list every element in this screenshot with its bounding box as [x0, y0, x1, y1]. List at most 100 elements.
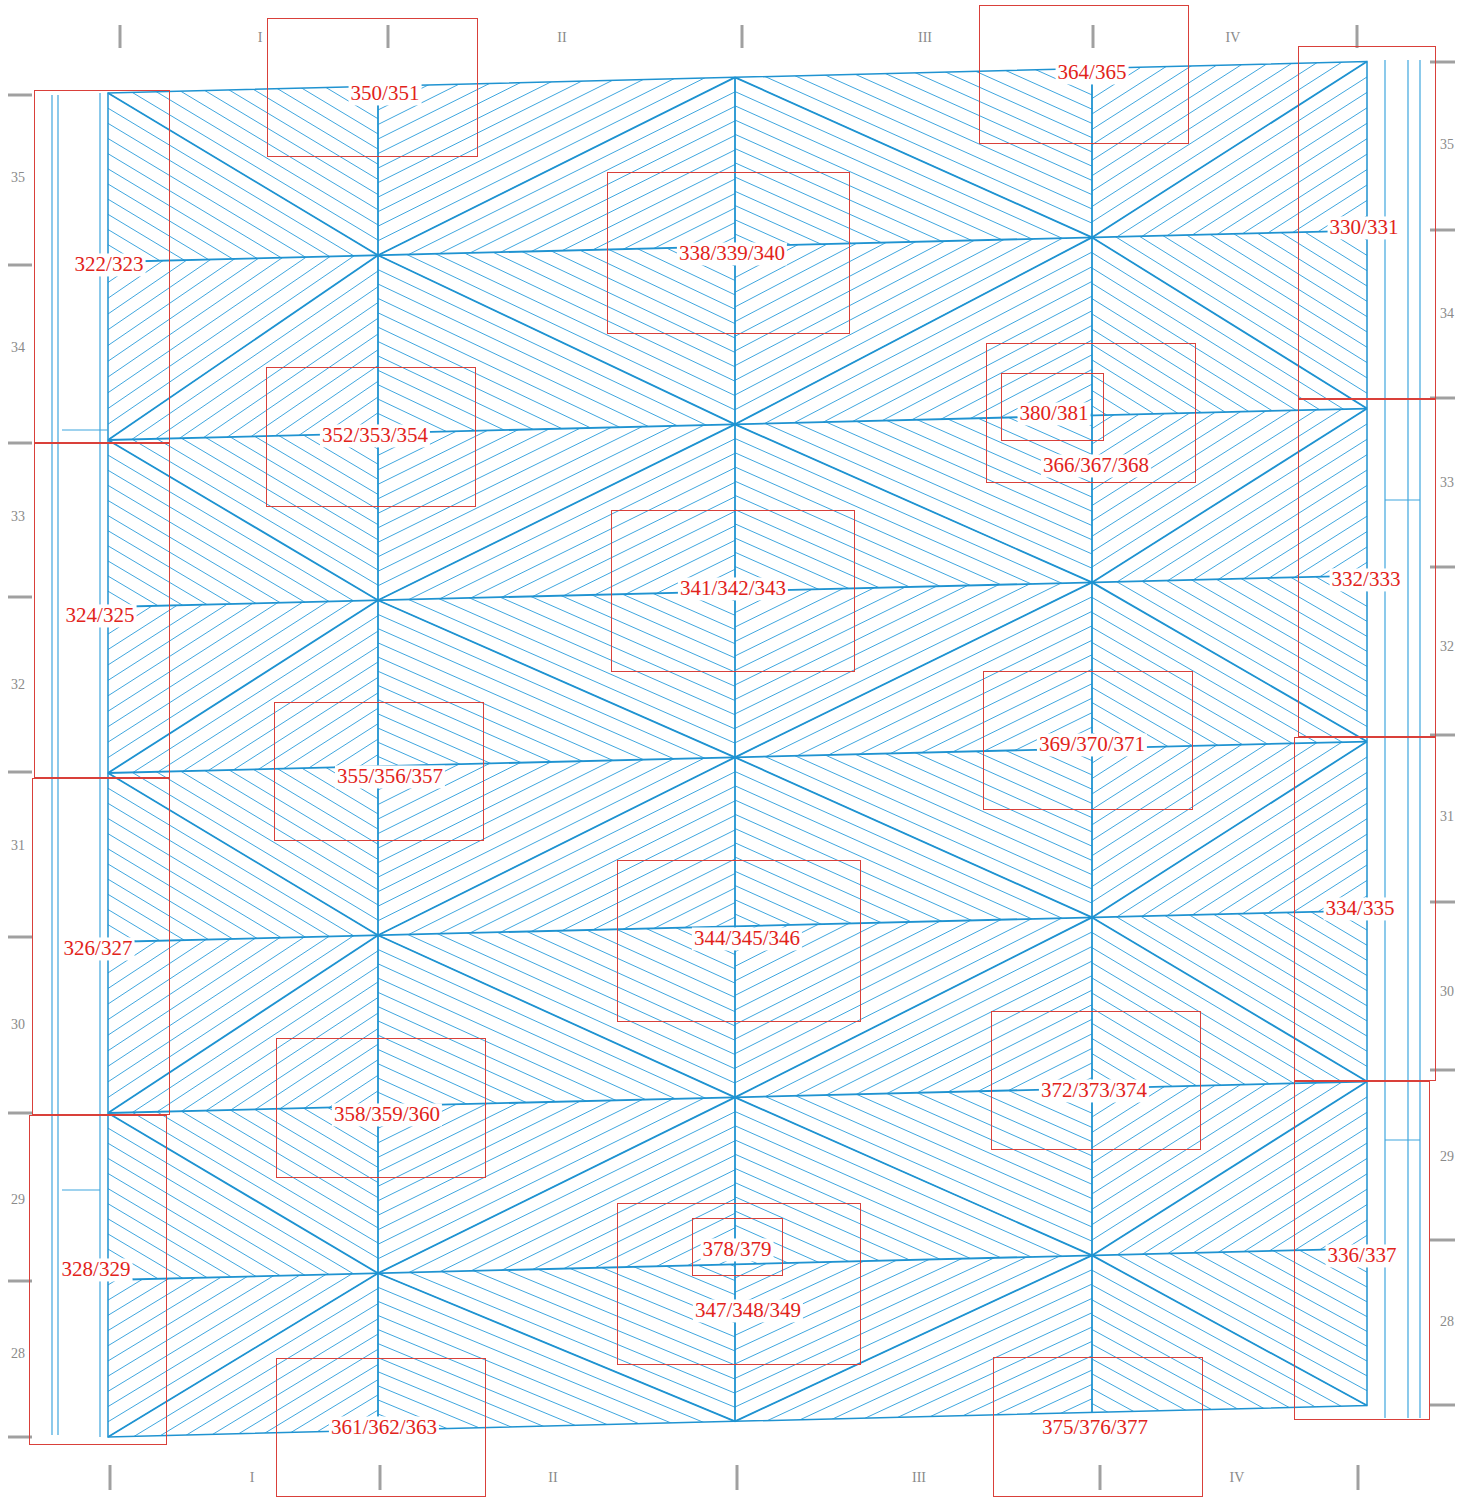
hatch-line: [0, 614, 512, 1109]
hatch-line: [0, 899, 493, 1366]
hatch-line: [0, 1187, 497, 1499]
hatch-line: [850, 587, 1466, 1072]
hatch-line: [0, 1100, 614, 1499]
diagonal-line: [735, 1255, 1092, 1421]
hatch-line: [176, 426, 1000, 788]
sample-number: 350/351: [349, 82, 422, 105]
hatch-cell: [386, 733, 1441, 1499]
hatch-line: [450, 92, 1271, 460]
hatch-line: [885, 642, 1466, 1127]
hatch-line: [228, 1138, 1035, 1499]
hatch-line: [166, 1115, 997, 1460]
hatch-line: [81, 1319, 912, 1499]
grid-row-label: 33: [1440, 475, 1454, 490]
hatch-line: [794, 167, 1466, 648]
hatch-line: [0, 233, 710, 741]
hatch-line: [171, 438, 995, 800]
hatch-line: [745, 423, 1466, 908]
hatch-line: [61, 459, 867, 860]
diagonal-line: [1092, 917, 1367, 1081]
hatch-line: [898, 332, 1466, 813]
hatch-line: [519, 618, 1340, 986]
hatch-line: [905, 324, 1466, 775]
hatch-line: [267, 0, 1080, 286]
hatch-line: [947, 909, 1466, 1340]
hatch-line: [766, 456, 1466, 941]
hatch-line: [964, 0, 1466, 373]
hatch-line: [0, 521, 671, 1006]
hatch-line: [604, 428, 1425, 796]
hatch-line: [967, 442, 1466, 923]
hatch-line: [856, 747, 1466, 1208]
hatch-line: [0, 0, 609, 439]
diagonal-line: [735, 1097, 1092, 1255]
hatch-line: [26, 57, 833, 455]
diagonal-line: [1092, 409, 1367, 583]
hatch-line: [910, 657, 1466, 1118]
hatch-line: [471, 724, 1292, 1092]
hatch-line: [161, 1127, 992, 1472]
hatch-line: [153, 986, 960, 1384]
hatch-line: [147, 302, 954, 700]
hatch-line: [768, 560, 1466, 1011]
hatch-line: [61, 1020, 881, 1392]
hatch-line: [0, 9, 589, 473]
hatch-line: [0, 136, 644, 644]
hatch-line: [130, 940, 937, 1338]
hatch-line: [482, 747, 1286, 1152]
axis-tick: [387, 25, 390, 48]
hatch-line: [909, 978, 1466, 1409]
hatch-line: [983, 534, 1466, 995]
hatch-line: [957, 0, 1466, 384]
hatch-line: [0, 265, 732, 773]
hatch-line: [905, 1016, 1466, 1497]
hatch-line: [78, 162, 885, 560]
hatch-line: [39, 382, 852, 767]
hatch-line: [407, 867, 1228, 1235]
diagonal-line: [1092, 237, 1367, 408]
hatch-line: [0, 276, 739, 784]
hatch-line: [498, 665, 1319, 1033]
hatch-line: [742, 605, 1466, 1056]
hatch-line: [0, 123, 730, 582]
hatch-line: [0, 98, 535, 562]
hatch-line: [613, 72, 1436, 436]
diagonal-line: [108, 773, 378, 935]
diagonal-line: [735, 77, 1092, 237]
diagonal-line: [735, 582, 1092, 757]
hatch-line: [997, 817, 1466, 1302]
grid-row-label: 30: [11, 1017, 25, 1032]
hatch-line: [519, 0, 1340, 306]
hatch-line: [724, 0, 1466, 195]
hatch-line: [401, 925, 1217, 1304]
hatch-line: [703, 317, 1466, 792]
hatch-line: [0, 823, 508, 1287]
hatch-line: [102, 541, 908, 942]
grid-column-label: III: [912, 1470, 926, 1485]
hatch-line: [0, 1109, 544, 1499]
diagonal-line: [735, 424, 1092, 582]
hatch-line: [0, 0, 736, 228]
hatch-line: [0, 302, 531, 787]
hatch-line: [0, 740, 763, 1199]
grid-row-label: 33: [11, 509, 25, 524]
hatch-line: [119, 0, 925, 297]
hatch-line: [441, 666, 1245, 1071]
grid-row-label: 32: [11, 677, 25, 692]
hatch-line: [449, 440, 1272, 804]
hatch-cell: [696, 346, 1466, 1313]
axis-tick: [1430, 901, 1455, 904]
hatch-line: [535, 0, 1356, 270]
hatch-line: [435, 320, 1243, 716]
hatch-line: [849, 928, 1466, 1409]
hatch-line: [822, 0, 1466, 348]
hatch-line: [0, 812, 515, 1276]
hatch-line: [78, 0, 884, 216]
hatch-line: [710, 708, 1466, 1189]
hatch-line: [0, 0, 595, 462]
hatch-line: [856, 266, 1466, 747]
hatch-line: [2, 718, 776, 1177]
hatch-line: [476, 1054, 1299, 1418]
hatch-line: [164, 1010, 971, 1408]
hatch-line: [730, 959, 1466, 1420]
